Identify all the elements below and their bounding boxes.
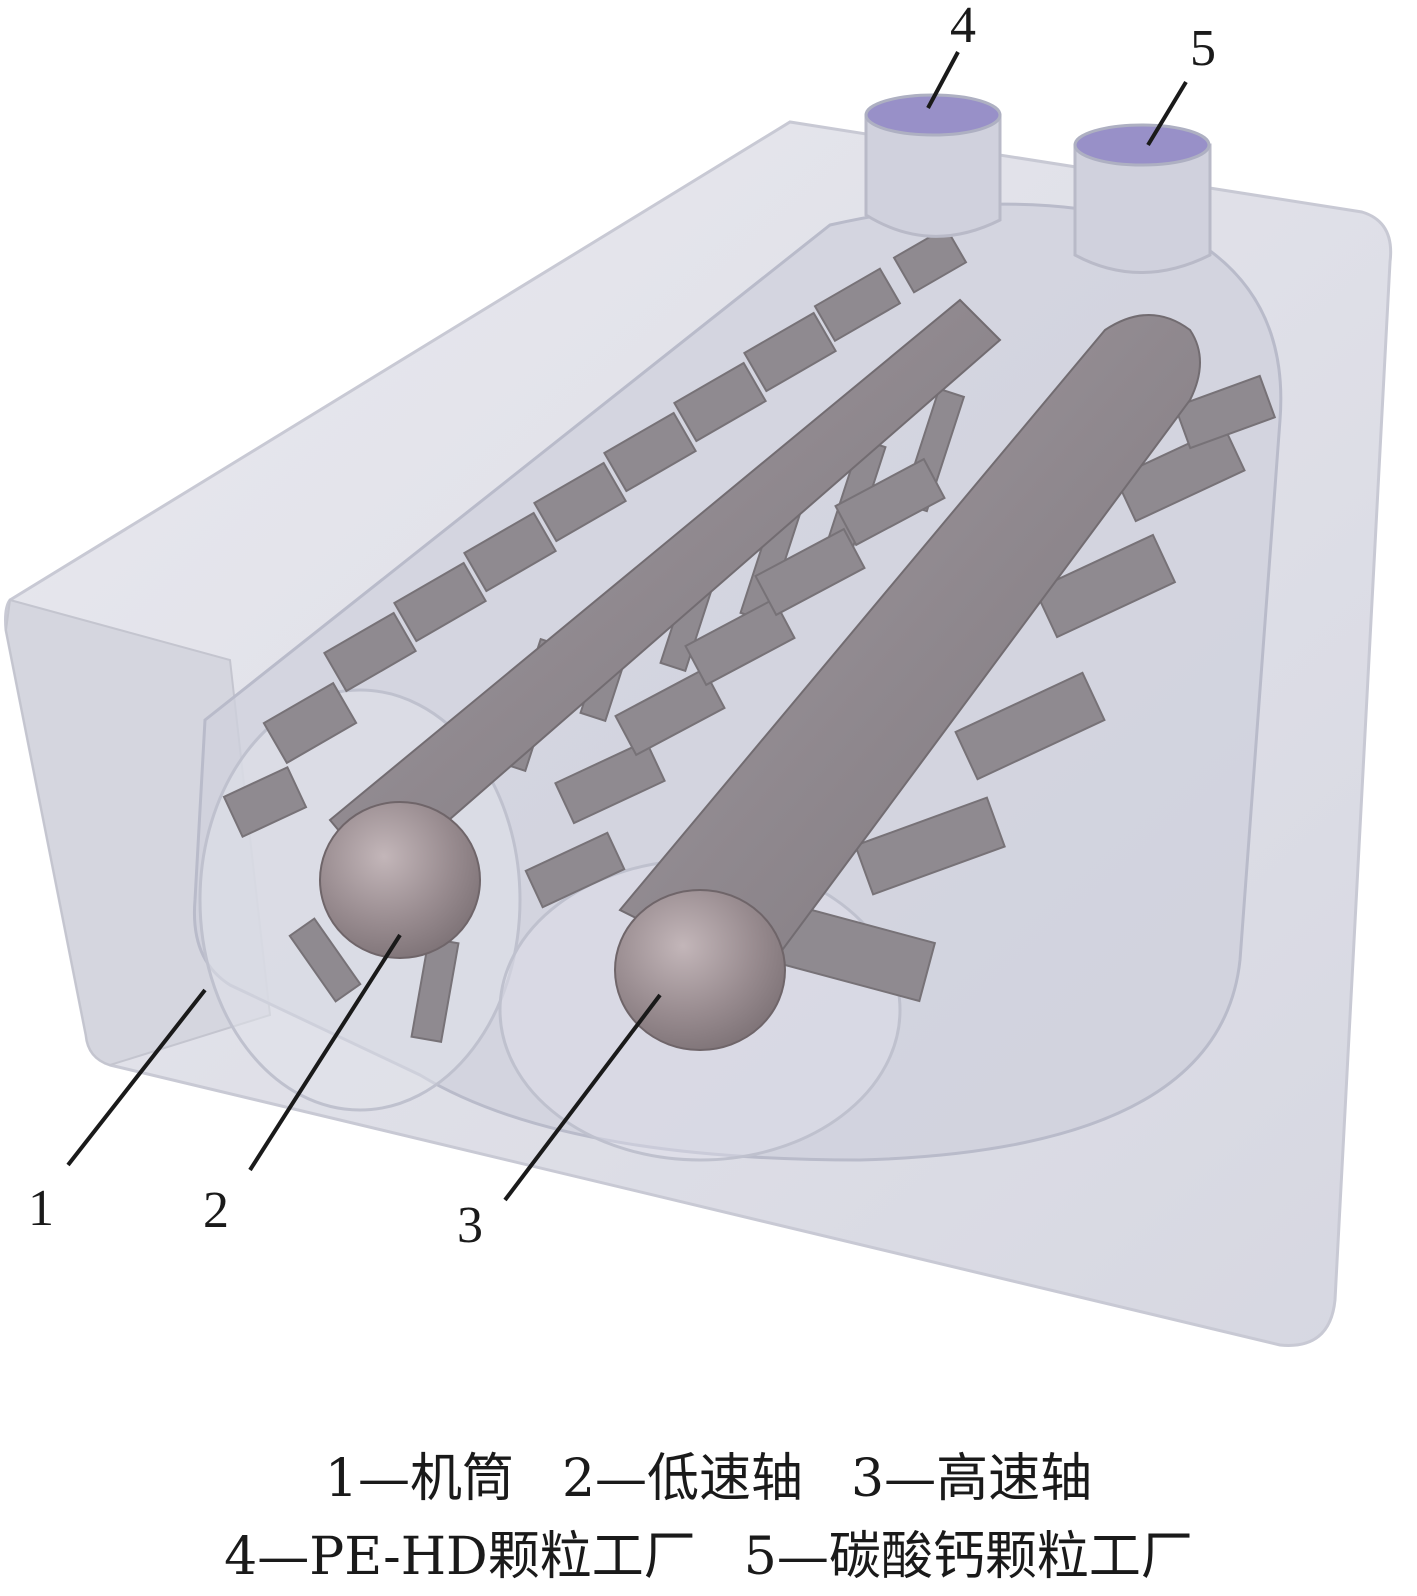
barrel — [4, 120, 1393, 1347]
callout-3-label: 3 — [457, 1197, 483, 1254]
legend: 1—机筒 2—低速轴 3—高速轴 4—PE-HD颗粒工厂 5—碳酸钙颗粒工厂 — [0, 1440, 1417, 1596]
low-speed-shaft — [222, 226, 1002, 1044]
caco3-feed-port-opening — [1073, 123, 1211, 167]
legend-item-barrel: 1—机筒 — [324, 1449, 514, 1509]
callout-5-leader — [1146, 80, 1188, 147]
legend-item-low-speed-shaft: 2—低速轴 — [561, 1449, 804, 1509]
callout-4-label: 4 — [950, 0, 976, 54]
mixer-diagram: 1 2 3 4 5 — [4, 0, 1393, 1347]
legend-item-pe-hd-feed: 4—PE-HD颗粒工厂 — [224, 1527, 696, 1587]
high-speed-shaft-end-cap — [614, 889, 786, 1051]
callout-3-leader — [503, 993, 662, 1202]
callout-5-label: 5 — [1190, 20, 1216, 77]
callout-1-leader — [66, 988, 207, 1167]
pe-hd-feed-port-body — [864, 113, 1002, 238]
legend-item-caco3-feed: 5—碳酸钙颗粒工厂 — [743, 1527, 1193, 1587]
callout-2-leader — [248, 933, 402, 1172]
legend-line-2: 4—PE-HD颗粒工厂 5—碳酸钙颗粒工厂 — [0, 1518, 1417, 1596]
callout-4-leader — [926, 51, 960, 109]
high-speed-shaft-body — [618, 314, 1201, 982]
legend-line-1: 1—机筒 2—低速轴 3—高速轴 — [0, 1440, 1417, 1518]
callout-2-label: 2 — [203, 1182, 229, 1239]
legend-item-high-speed-shaft: 3—高速轴 — [851, 1449, 1093, 1509]
caco3-feed-port — [1073, 123, 1212, 274]
high-speed-shaft — [524, 314, 1277, 1051]
callout-leaders — [66, 51, 1188, 1202]
pe-hd-feed-port — [864, 93, 1002, 238]
low-speed-shaft-end-cap — [319, 801, 481, 959]
callout-1-label: 1 — [28, 1180, 54, 1237]
caco3-feed-port-body — [1073, 143, 1212, 274]
